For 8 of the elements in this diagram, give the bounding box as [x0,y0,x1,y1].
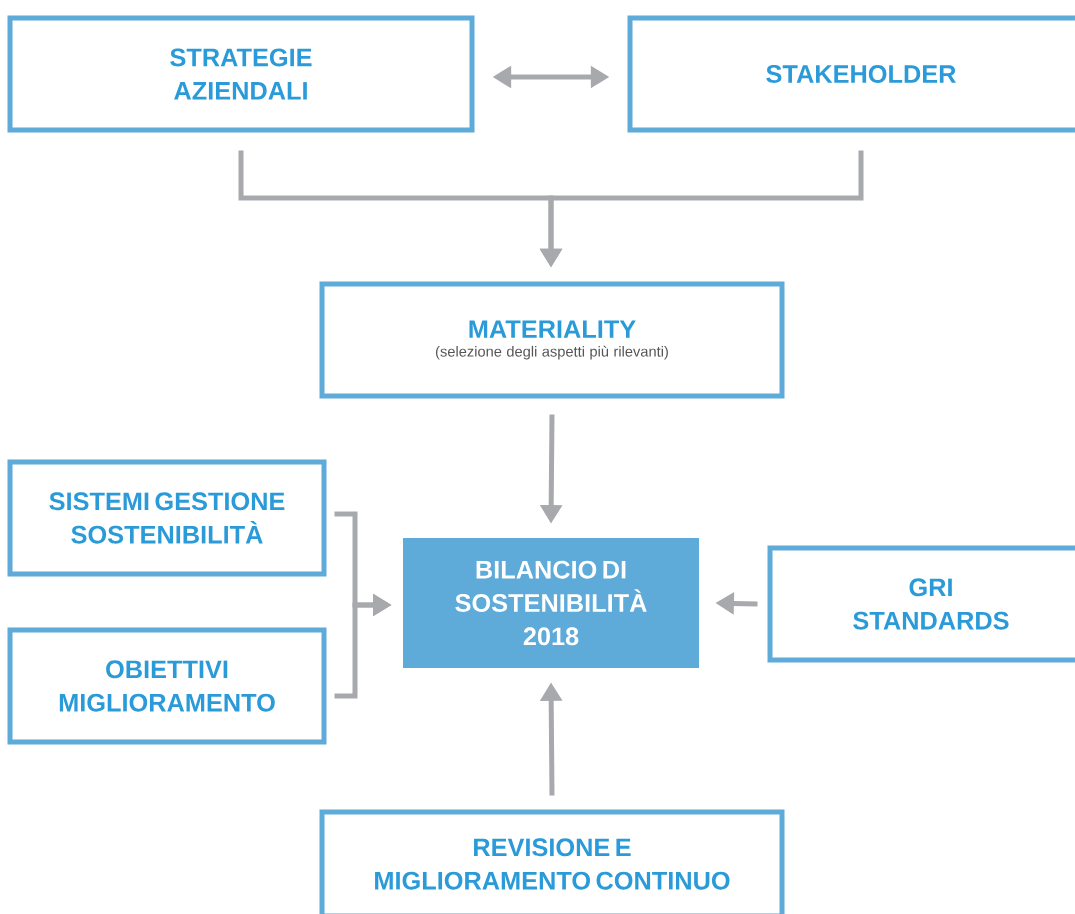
process-box: SISTEMI GESTIONE SOSTENIBILITÀ [7,459,327,577]
process-box: STRATEGIE AZIENDALI [7,15,475,133]
process-box: OBIETTIVI MIGLIORAMENTO [7,627,327,745]
process-box: REVISIONE E MIGLIORAMENTO CONTINUO [319,809,785,914]
process-box: STAKEHOLDER [627,15,1075,133]
result-box: BILANCIO DI SOSTENIBILITÀ 2018 [403,538,699,668]
process-box: MATERIALITY (selezione degli aspetti più rilevanti) [319,281,785,399]
process-box: GRI STANDARDS [767,545,1075,663]
